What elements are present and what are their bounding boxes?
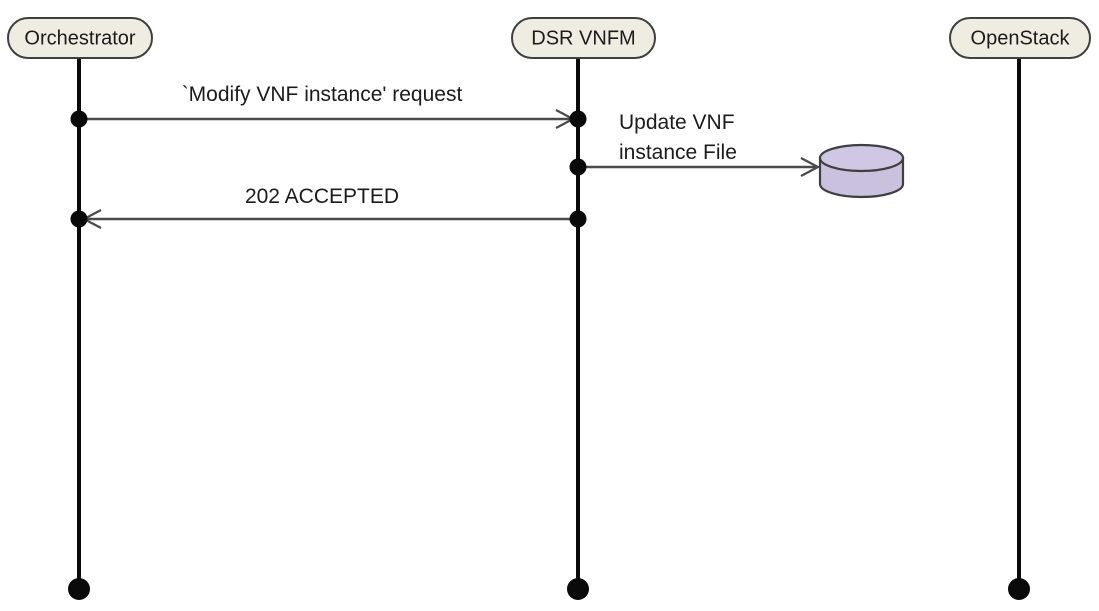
actor-label-openstack: OpenStack xyxy=(971,27,1071,49)
actor-label-dsr-vnfm: DSR VNFM xyxy=(531,27,635,49)
actor-pill-openstack[interactable] xyxy=(949,17,1091,59)
message-label-202-accepted: 202 ACCEPTED xyxy=(245,185,399,208)
node-dot-dsr-vnfm-receive xyxy=(569,110,587,128)
terminator-dot-dsr-vnfm xyxy=(567,578,589,600)
actor-pill-orchestrator[interactable] xyxy=(7,17,153,59)
message-202-accepted[interactable] xyxy=(81,209,578,229)
database-icon xyxy=(818,143,905,199)
database-top-ellipse xyxy=(818,143,905,173)
actor-orchestrator[interactable]: Orchestrator xyxy=(7,17,153,59)
message-label-update-vnf-instance-file-line1: Update VNF xyxy=(619,111,735,134)
lifeline-group xyxy=(77,58,1021,589)
message-update-vnf-instance-file[interactable] xyxy=(578,157,821,177)
terminator-dot-orchestrator xyxy=(68,578,90,600)
message-label-modify-vnf-instance-request: `Modify VNF instance' request xyxy=(182,83,463,106)
message-label-update-vnf-instance-file-line2: instance File xyxy=(619,141,737,164)
node-dot-orchestrator-receive xyxy=(70,210,88,228)
message-modify-vnf-instance-request[interactable] xyxy=(79,109,576,129)
lifeline-terminators xyxy=(68,578,1030,600)
node-dot-dsr-vnfm-db-write xyxy=(569,158,587,176)
actor-openstack[interactable]: OpenStack xyxy=(949,17,1091,59)
actor-pill-dsr-vnfm[interactable] xyxy=(511,17,656,59)
lifeline-node-dots xyxy=(70,110,587,228)
actor-dsr-vnfm[interactable]: DSR VNFM xyxy=(511,17,656,59)
node-dot-dsr-vnfm-send xyxy=(569,210,587,228)
arrowhead-right-icon xyxy=(800,157,821,177)
actor-label-orchestrator: Orchestrator xyxy=(24,27,135,49)
node-dot-orchestrator-send xyxy=(70,110,88,128)
terminator-dot-openstack xyxy=(1008,578,1030,600)
